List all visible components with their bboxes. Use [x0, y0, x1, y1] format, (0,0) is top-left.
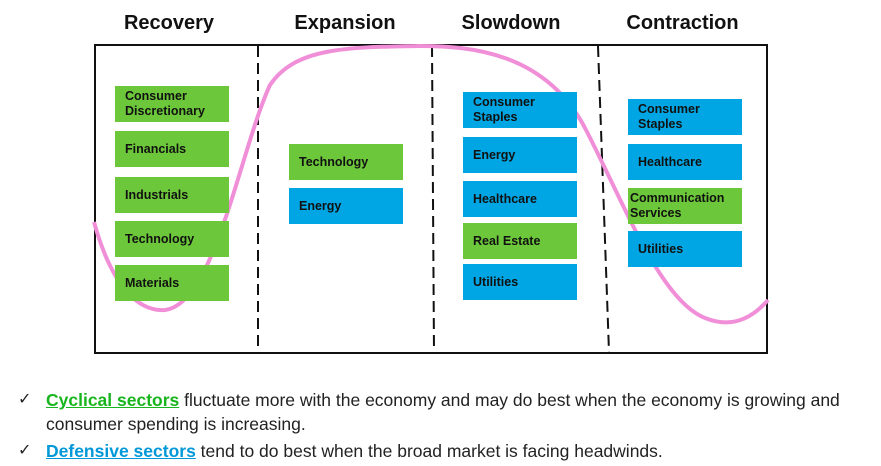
sector-box-slowdown-real-estate: Real Estate [463, 223, 577, 259]
sector-box-slowdown-healthcare: Healthcare [463, 181, 577, 217]
sector-box-recovery-materials: Materials [115, 265, 229, 301]
sector-box-recovery-technology: Technology [115, 221, 229, 257]
sector-label: Industrials [125, 187, 189, 202]
sector-label: Technology [299, 154, 369, 169]
defensive-sectors-link[interactable]: Defensive sectors [46, 441, 196, 461]
sector-box-recovery-consumer-discretionary: Consumer Discretionary [115, 86, 229, 122]
sector-label: Energy [473, 147, 516, 162]
sector-box-slowdown-consumer-staples: Consumer Staples [463, 92, 577, 128]
note-defensive-text: tend to do best when the broad market is… [195, 441, 663, 461]
sector-box-recovery-industrials: Industrials [115, 177, 229, 213]
check-icon: ✓ [18, 391, 32, 408]
cyclical-sectors-link[interactable]: Cyclical sectors [46, 390, 180, 410]
sector-label: Real Estate [473, 233, 541, 248]
note-cyclical-text: fluctuate more with the economy and may … [46, 390, 840, 434]
sector-box-contraction-healthcare: Healthcare [628, 144, 742, 180]
sector-label: Utilities [638, 241, 684, 256]
sector-box-slowdown-utilities: Utilities [463, 264, 577, 300]
sector-box-expansion-technology: Technology [289, 144, 403, 180]
sector-label: Consumer Staples [473, 95, 535, 124]
phase-title-slowdown: Slowdown [461, 12, 561, 34]
sector-label: Materials [125, 275, 180, 290]
sector-box-contraction-consumer-staples: Consumer Staples [628, 99, 742, 135]
sector-label: Financials [125, 141, 187, 156]
sector-label: Healthcare [473, 191, 537, 206]
sector-label: Communication Services [630, 191, 725, 220]
sector-label: Energy [299, 198, 342, 213]
divider-expansion-slowdown [431, 45, 435, 353]
sector-label: Utilities [473, 274, 519, 289]
sector-box-expansion-energy: Energy [289, 188, 403, 224]
sector-label: Technology [125, 231, 195, 246]
phase-title-expansion: Expansion [294, 12, 396, 34]
sector-label: Consumer Discretionary [125, 89, 205, 118]
divider-slowdown-contraction [597, 45, 610, 353]
phase-title-recovery: Recovery [123, 12, 215, 34]
sector-label: Consumer Staples [638, 102, 700, 131]
business-cycle-curve [92, 43, 770, 325]
sector-box-contraction-communication-services: Communication Services [628, 188, 742, 224]
sector-box-recovery-financials: Financials [115, 131, 229, 167]
sector-label: Healthcare [638, 154, 702, 169]
sector-box-contraction-utilities: Utilities [628, 231, 742, 267]
check-icon: ✓ [18, 442, 32, 459]
phase-title-contraction: Contraction [626, 12, 739, 34]
sector-box-slowdown-energy: Energy [463, 137, 577, 173]
note-cyclical: ✓ Cyclical sectors fluctuate more with t… [18, 388, 868, 436]
note-defensive: ✓ Defensive sectors tend to do best when… [18, 439, 868, 463]
